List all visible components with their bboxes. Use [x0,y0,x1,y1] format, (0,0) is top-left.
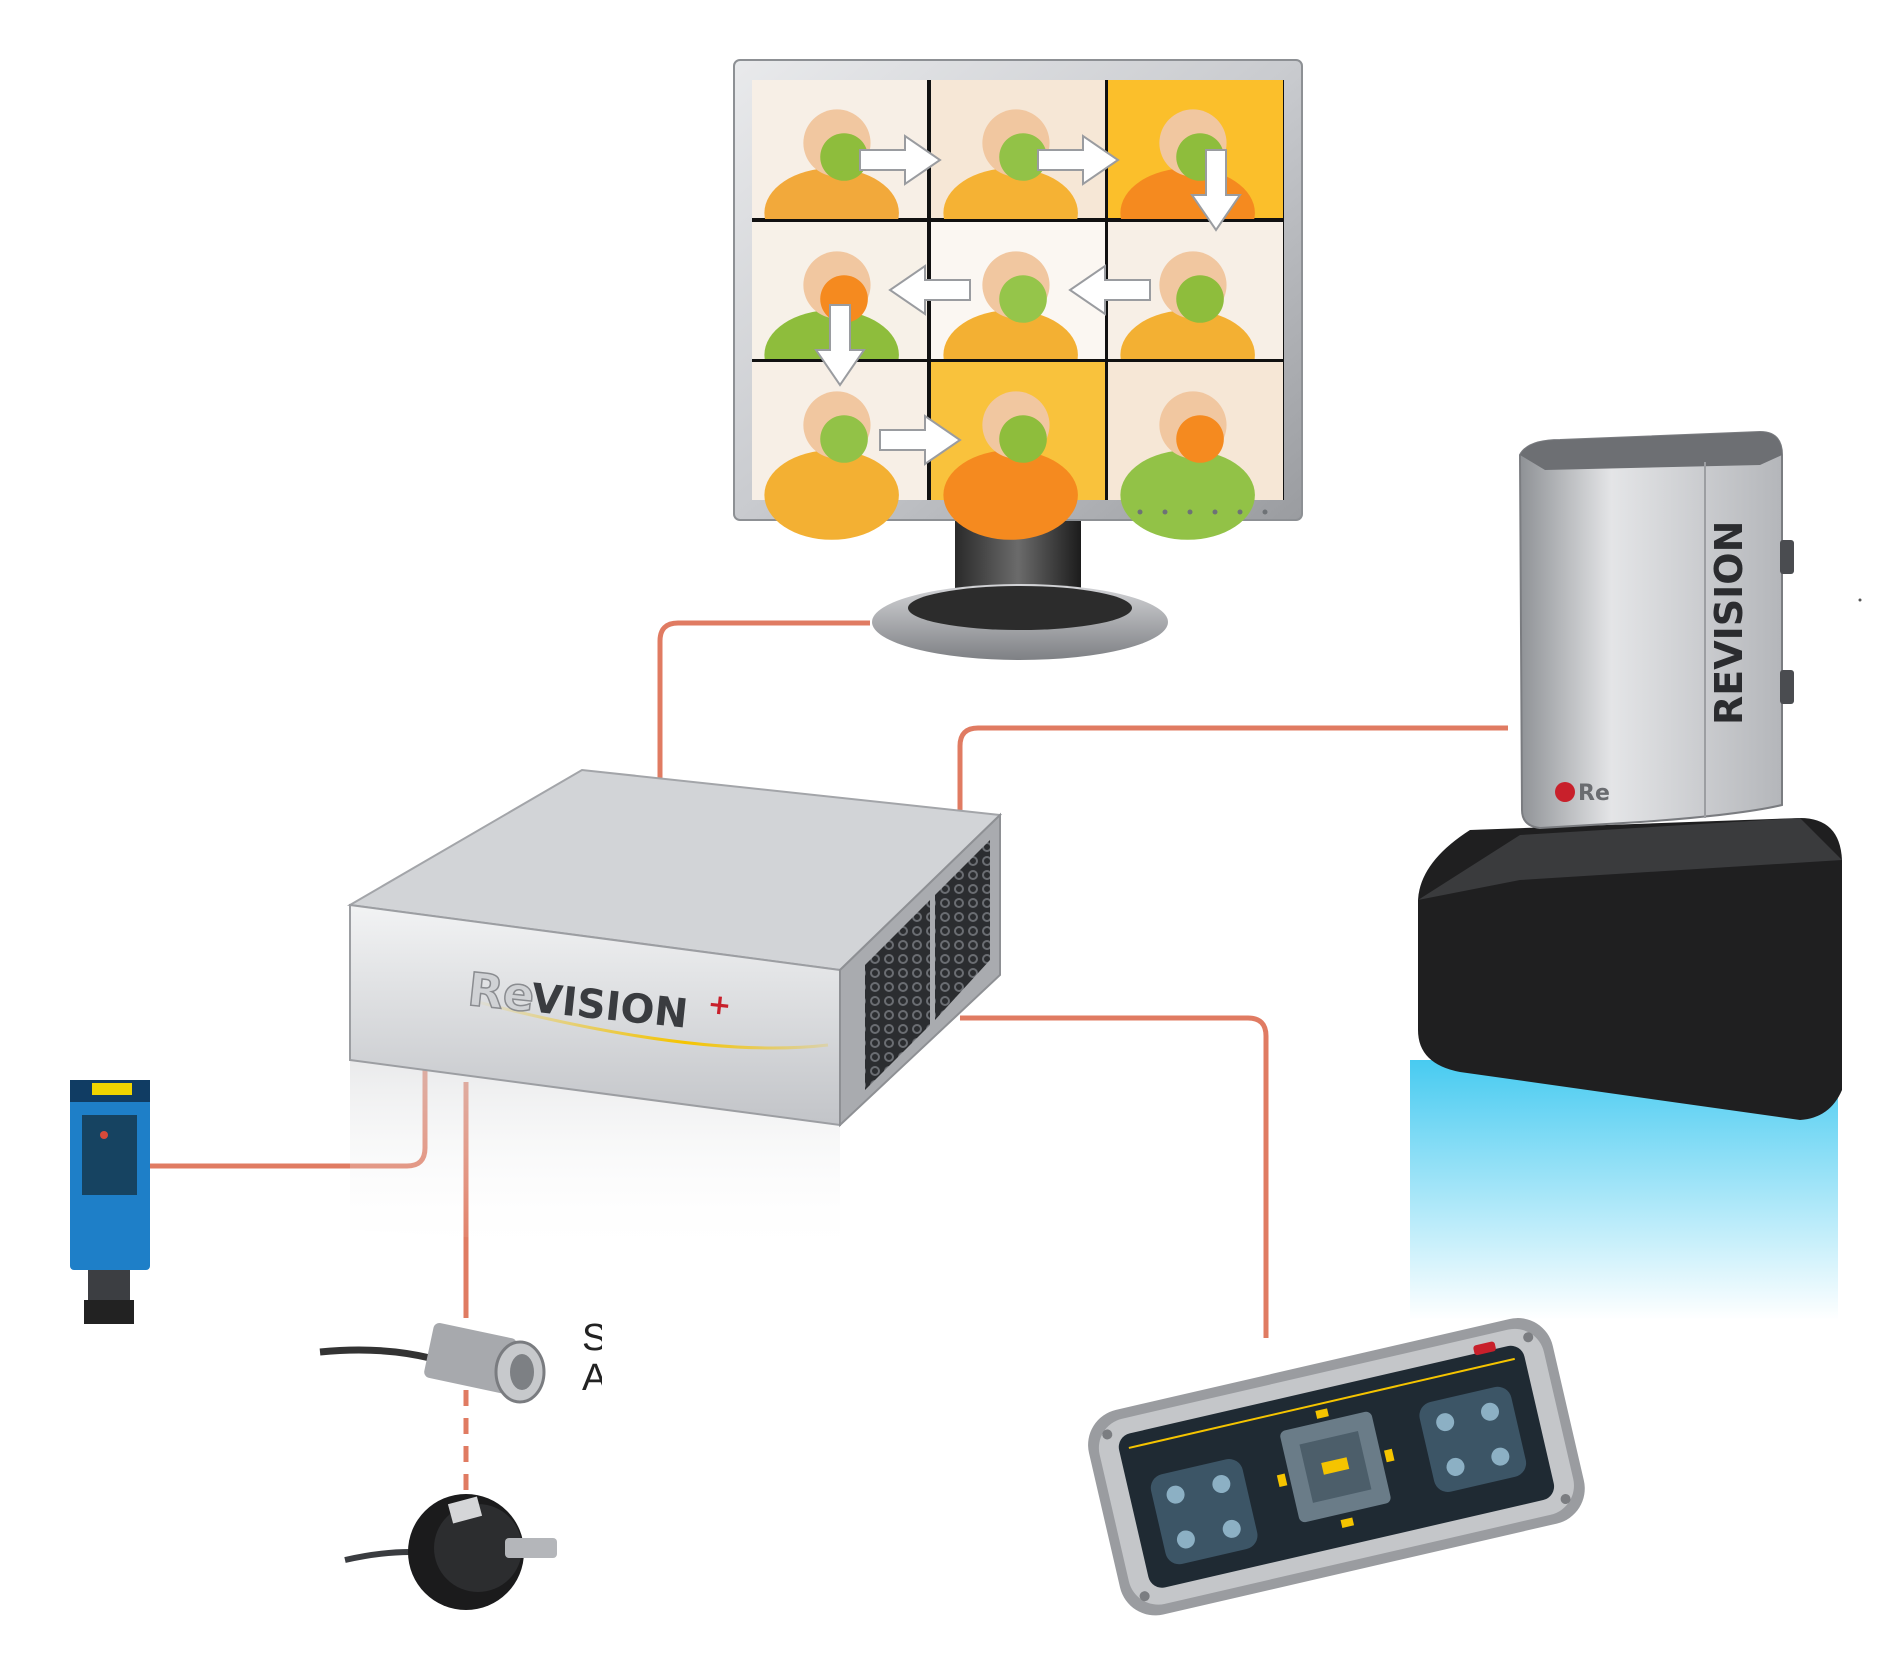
tower-badge-text: Re [1578,781,1610,806]
connector-controller-camera [957,725,1508,815]
tower-stand [1418,818,1842,1120]
sequence-arrow-icon [879,414,962,466]
sequence-arrow-icon [1037,134,1120,186]
tower-badge: Re [1555,781,1610,806]
partial-label: S A [582,1315,642,1405]
sequence-arrow-icon [1068,264,1151,316]
logo-prefix: Re [465,962,537,1023]
rotary-encoder [344,1494,557,1610]
fan-grille-right [935,840,990,1020]
proximity-sensor [319,1322,546,1404]
connector-controller-keypad [960,1015,1269,1338]
monitor [733,59,1303,660]
fan-grille-left [865,900,930,1090]
sequence-arrow-icon [888,264,971,316]
camera-tower: REVISION Re [1410,430,1842,1320]
photoelectric-sensor [70,1080,150,1324]
operator-keypad [1088,1318,1585,1616]
logo-suffix: + [706,987,733,1022]
sequence-arrow-icon [1190,149,1242,232]
sequence-arrow-icon [859,134,942,186]
vision-controller: Re VISION + [346,768,1003,1260]
tower-logo: REVISION [1707,521,1751,725]
sequence-arrow-icon [814,304,866,387]
monitor-screen [752,80,1284,540]
connector-monitor-controller [657,620,870,780]
screen-tile [931,362,1106,540]
screen-tile [1108,362,1283,540]
